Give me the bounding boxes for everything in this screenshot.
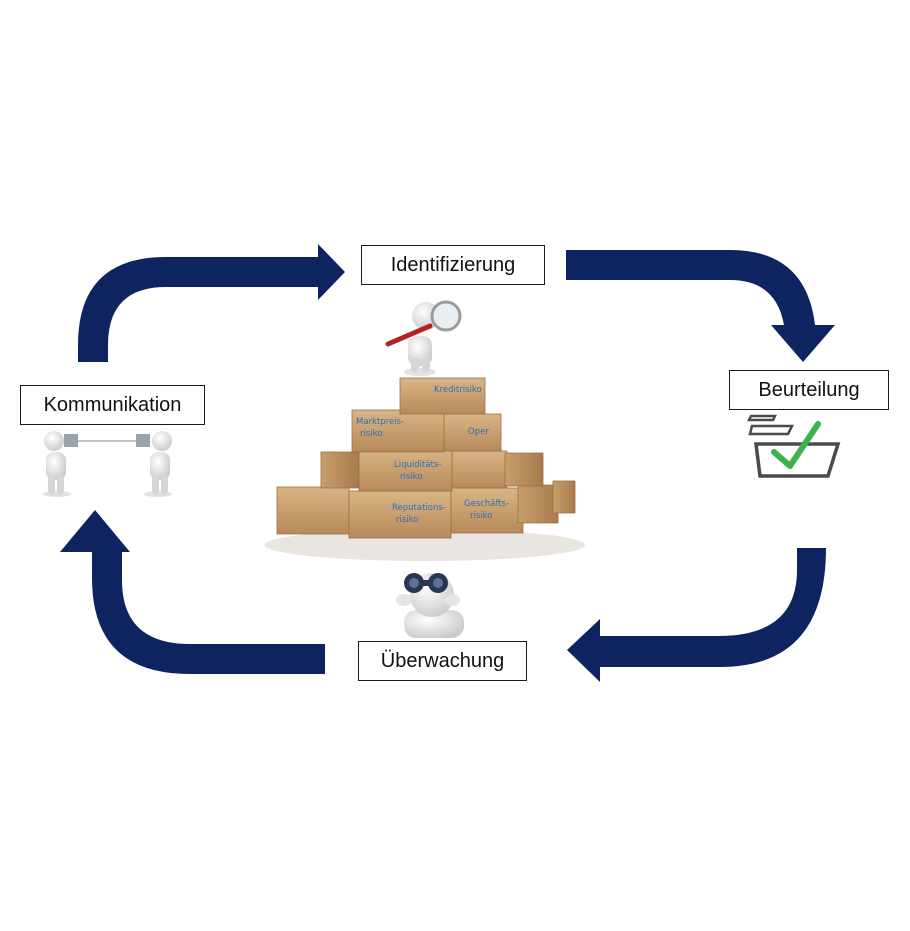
cardboard-box: [504, 452, 544, 487]
cardboard-box: [348, 490, 452, 539]
box-label-business: Geschäfts-: [464, 499, 509, 509]
cardboard-box: [552, 480, 576, 514]
box-label-market: Marktpreis-: [356, 417, 404, 427]
cardboard-box: [399, 377, 486, 415]
box-label-market-2: risiko: [360, 429, 382, 439]
box-label-liquidity-2: risiko: [400, 472, 422, 482]
risk-box-pyramid: Kreditrisiko Marktpreis- risiko Oper Liq…: [265, 377, 585, 561]
pyramid-shadow: [265, 529, 585, 561]
arrow-beurt-to-ueber: [567, 548, 826, 682]
magnifier-figure-icon: [385, 300, 462, 376]
box-label-liquidity: Liquiditäts-: [394, 460, 441, 470]
cardboard-box: [358, 448, 453, 492]
box-label-credit: Kreditrisiko: [434, 385, 482, 395]
step-communication-label: Kommunikation: [20, 385, 205, 425]
arrow-ident-to-beurt: [566, 250, 835, 362]
cardboard-box: [443, 413, 502, 452]
step-monitoring-label: Überwachung: [358, 641, 527, 681]
step-identification-label: Identifizierung: [361, 245, 545, 285]
binoculars-figure-icon: [396, 573, 464, 638]
tin-can-phone-icon: [43, 431, 172, 497]
box-label-reputation-2: risiko: [396, 515, 418, 525]
checklist-icon: [746, 414, 841, 478]
box-label-reputation: Reputations-: [392, 503, 446, 513]
arrow-komm-to-ident: [78, 244, 345, 362]
cardboard-box: [517, 484, 559, 524]
cardboard-box: [351, 409, 445, 453]
cardboard-box: [320, 451, 360, 489]
cardboard-box: [276, 486, 350, 535]
cycle-arrows: [60, 244, 835, 682]
step-assessment-label: Beurteilung: [729, 370, 889, 410]
arrow-ueber-to-komm: [60, 510, 325, 674]
box-label-business-2: risiko: [470, 511, 492, 521]
box-label-operational: Oper: [468, 427, 489, 437]
cardboard-box: [451, 450, 508, 489]
